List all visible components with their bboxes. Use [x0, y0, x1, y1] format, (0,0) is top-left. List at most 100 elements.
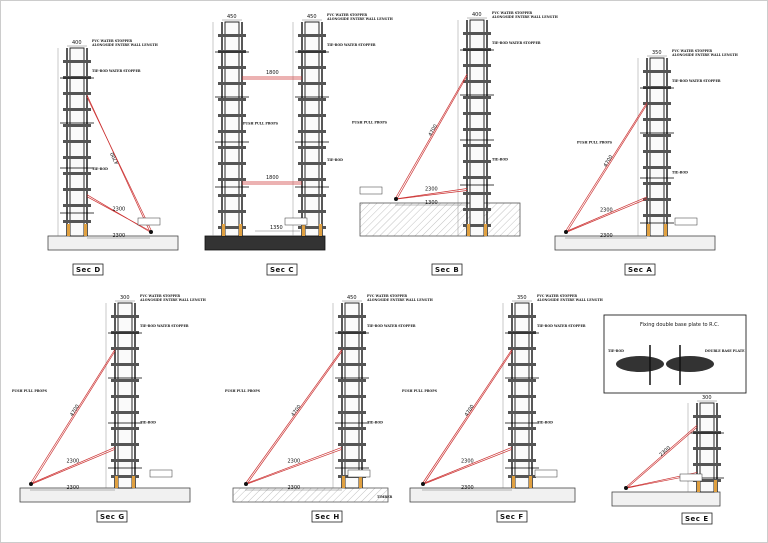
waler [463, 128, 491, 131]
base-dim: 2300 [461, 485, 474, 491]
waler [508, 347, 536, 350]
section-label-box [496, 510, 528, 523]
waler [508, 315, 536, 318]
section-label: Sec D [72, 263, 104, 276]
top-width-dim: 300 [702, 395, 712, 401]
section-label-text: Sec A [628, 266, 652, 274]
tie-rod-note: TIE-ROD [92, 167, 108, 171]
waler [463, 208, 491, 211]
kicker [319, 224, 322, 236]
waler [218, 194, 246, 197]
kicker [302, 224, 305, 236]
pvc-stopper-note: PVC WATER STOPPER [367, 294, 407, 298]
inset-left-note: TIE-ROD [608, 349, 624, 353]
waler [508, 459, 536, 462]
waler [463, 96, 491, 99]
top-width-dim: 350 [652, 50, 662, 56]
waler [338, 427, 366, 430]
kicker [342, 476, 345, 488]
prop-upper-length: 4700 [69, 404, 81, 418]
waler [643, 86, 671, 89]
pvc-stopper-note: PVC WATER STOPPER [492, 11, 532, 15]
prop-foot [244, 482, 248, 486]
waler [338, 379, 366, 382]
waler [643, 70, 671, 73]
pvc-stopper-sub-note: ALONGSIDE ENTIRE WALL LENGTH [366, 298, 433, 302]
prop-upper [396, 75, 468, 200]
waler [63, 140, 91, 143]
props-note: PUSH PULL PROPS [352, 121, 388, 125]
waler [298, 82, 326, 85]
waler [508, 379, 536, 382]
prop-upper [29, 349, 116, 485]
prop-upper-length: 4700 [110, 151, 121, 165]
base-dim: 2300 [67, 485, 80, 491]
kicker [67, 224, 70, 236]
waler [338, 315, 366, 318]
waler [643, 118, 671, 121]
waler [218, 146, 246, 149]
waler [111, 427, 139, 430]
waler [508, 395, 536, 398]
waler [463, 176, 491, 179]
prop-length-dim: 1800 [266, 70, 279, 76]
prop-upper-length: 4700 [428, 123, 440, 137]
wall-panel: 350 [502, 295, 539, 489]
wall-panel: 400 [57, 40, 94, 237]
prop-lower-length: 2300 [288, 459, 301, 465]
waler [298, 162, 326, 165]
waler [298, 34, 326, 37]
prop-foot [149, 230, 153, 234]
prop-lower [564, 196, 648, 233]
prop-upper [624, 424, 698, 489]
waler [508, 411, 536, 414]
kicker [529, 476, 532, 488]
tie-rod-stopper-note: TIE-ROD WATER STOPPER [367, 324, 416, 328]
waler [63, 172, 91, 175]
tie-rod-note: TIE-ROD [672, 171, 688, 175]
section-label-text: Sec G [100, 513, 125, 521]
waler [218, 34, 246, 37]
prop-lower-length: 2300 [461, 459, 474, 465]
props-note: PUSH PULL PROPS [12, 389, 48, 393]
waler [63, 204, 91, 207]
waler [463, 80, 491, 83]
waler [338, 363, 366, 366]
ground-slab [204, 235, 326, 251]
wall-concrete [224, 21, 240, 237]
base-dim: 2300 [113, 233, 126, 239]
section-label-text: Sec C [270, 266, 294, 274]
prop-lower-length: 2300 [600, 207, 613, 213]
annotations [679, 473, 703, 482]
ground-slab [19, 487, 191, 503]
section-label-box [431, 263, 463, 276]
ground-slab [409, 487, 576, 503]
kicker [222, 224, 225, 236]
waler [298, 194, 326, 197]
kicker [697, 480, 700, 492]
waler [63, 92, 91, 95]
top-width-dim: 300 [120, 295, 130, 301]
level-tag-box [137, 217, 161, 226]
tie-rod-stopper-note: TIE-ROD WATER STOPPER [140, 324, 189, 328]
props-note: PUSH PULL PROPS [225, 389, 261, 393]
wall-concrete [304, 21, 320, 237]
waler [63, 124, 91, 127]
waler [298, 50, 326, 53]
tie-rod-note: TIE-ROD [367, 420, 383, 424]
waler [693, 463, 721, 466]
waler [218, 66, 246, 69]
top-width-dim: 450 [307, 14, 317, 20]
prop-foot [624, 486, 628, 490]
section-label: Sec G [96, 510, 128, 523]
section-label-text: Sec H [315, 513, 340, 521]
top-width-dim: 450 [347, 295, 357, 301]
prop-foot [394, 197, 398, 201]
